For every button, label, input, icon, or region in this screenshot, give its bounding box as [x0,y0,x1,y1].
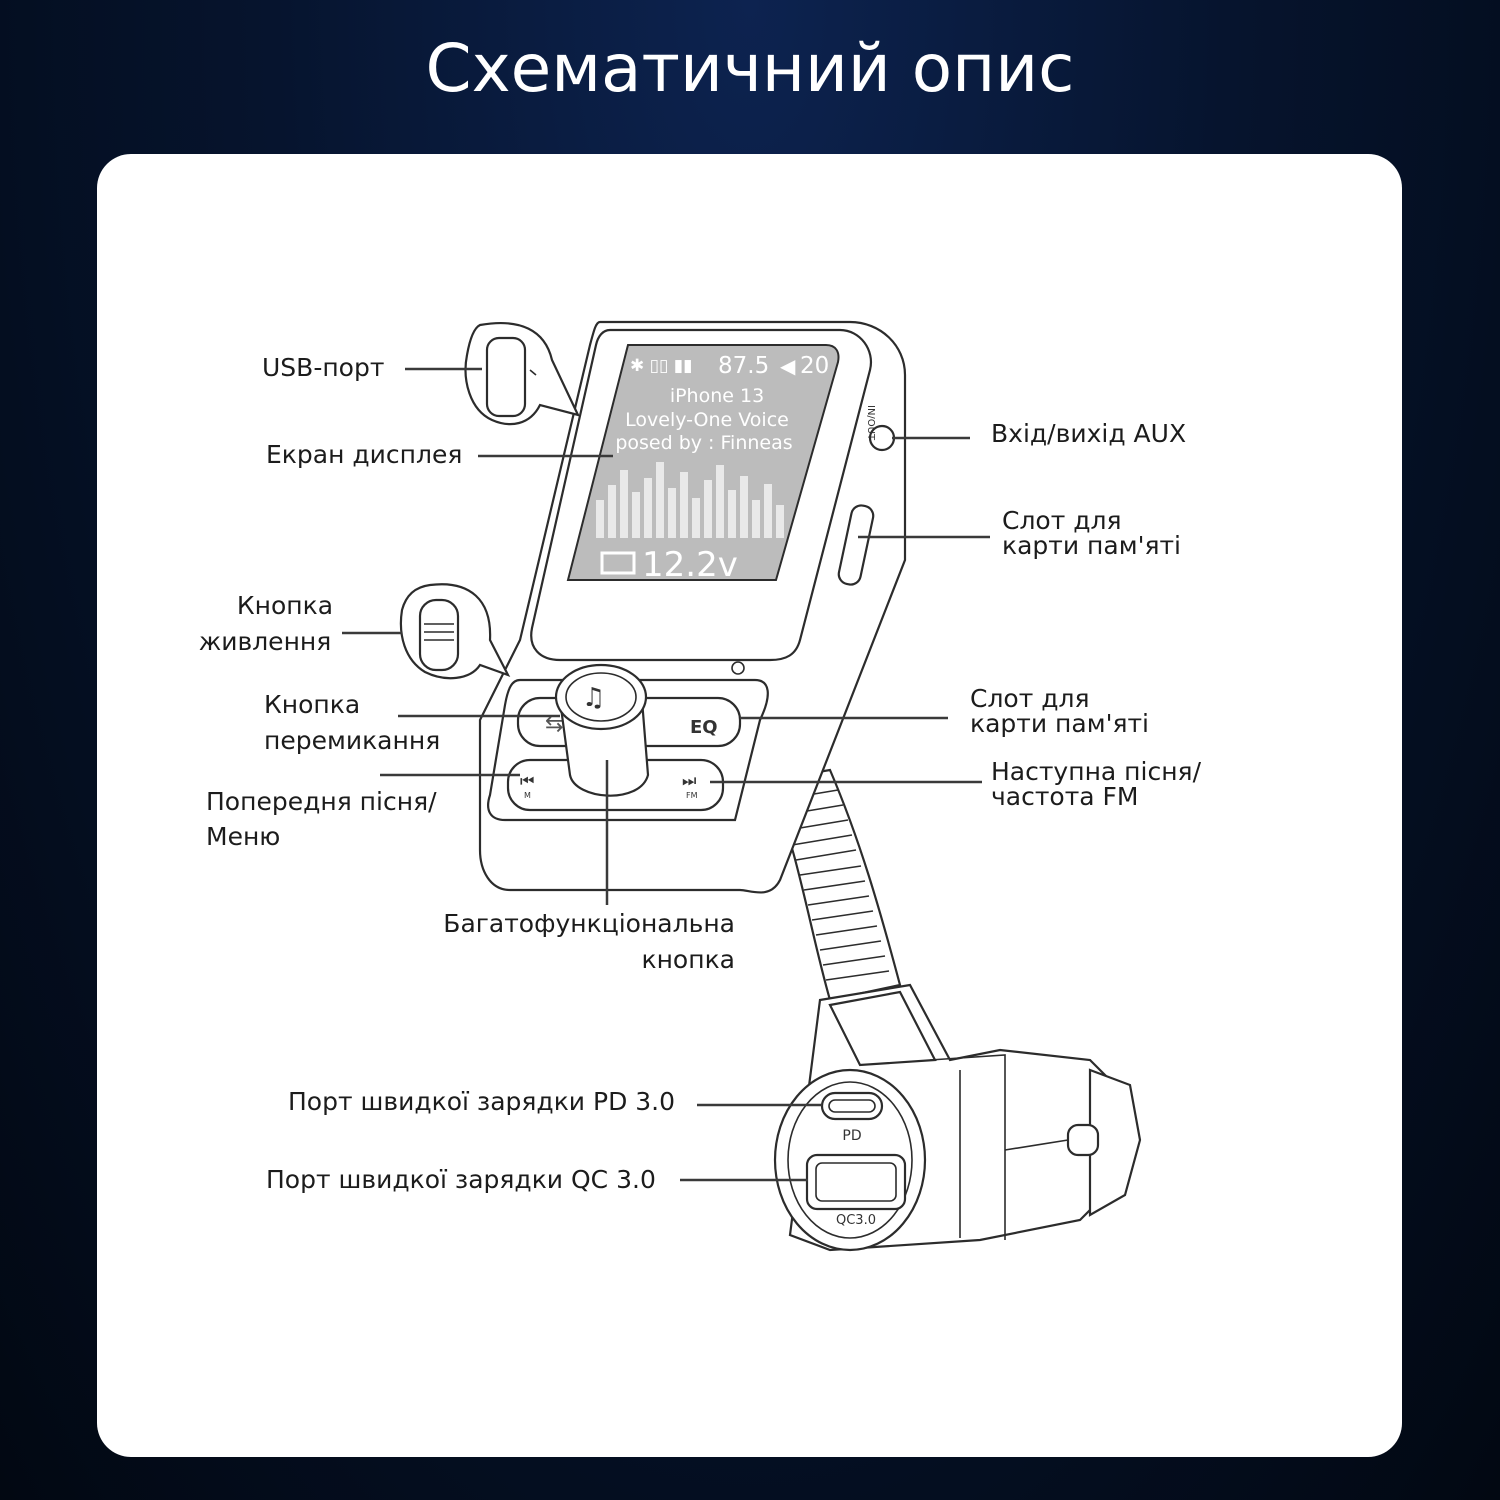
fm-label: FM [686,791,698,800]
screen-line3: posed by : Finneas [615,432,792,454]
screen-line1: iPhone 13 [670,385,764,407]
svg-text:◀: ◀ [780,354,796,378]
memory-slot-top-label-2: карти пам'яті [1002,531,1181,560]
prev-song-label-2: Меню [206,822,281,851]
screen-line2: Lovely-One Voice [625,409,789,431]
prev-song-label-1: Попередня пісня/ [206,787,437,816]
svg-text:✱ ▯▯ ▮▮: ✱ ▯▯ ▮▮ [630,356,692,376]
screen-freq: 87.5 [718,353,769,379]
equalizer-bars [596,462,784,538]
svg-text:⏭: ⏭ [682,771,696,790]
pd-port-label: Порт швидкої зарядки PD 3.0 [288,1087,676,1116]
power-button-label-1: Кнопка [236,591,334,620]
side-label: IN/OUT [865,405,876,441]
page-title: Схематичний опис [425,30,1075,107]
m-label: M [524,791,531,800]
power-button-callout [399,583,511,680]
memory-slot-eq-label-2: карти пам'яті [970,709,1149,738]
usb-port-label: USB-порт [262,353,385,382]
memory-slot-top-label-1: Слот для [1002,506,1122,535]
svg-text:⇆: ⇆ [545,712,563,737]
pd-label: PD [842,1128,861,1144]
switch-button-label-2: перемикання [264,726,441,755]
device-body: ✱ ▯▯ ▮▮ 87.5 ◀ 20 iPhone 13 Lovely-One V… [478,320,907,894]
multi-button-label-1: Багатофункціональна [443,909,735,938]
svg-text:⏮: ⏮ [520,771,534,790]
qc-port-label: Порт швидкої зарядки QC 3.0 [266,1165,656,1194]
usb-port-callout [464,321,581,426]
aux-label: Вхід/вихід AUX [991,419,1187,448]
memory-slot-eq-label-1: Слот для [970,684,1090,713]
power-button-label-2: живлення [198,627,332,656]
multi-button-label-2: кнопка [641,945,735,974]
screen-voltage: 12.2v [642,545,738,585]
screen-volume: 20 [800,353,829,379]
eq-label: EQ [690,717,718,738]
display-screen-label: Екран дисплея [266,440,463,469]
qc-label: QC3.0 [836,1213,876,1228]
car-plug: PD QC3.0 [773,983,1142,1252]
next-song-label-2: частота FM [991,782,1139,811]
svg-text:♫: ♫ [582,683,605,713]
switch-button-label-1: Кнопка [264,690,361,719]
leader-lines [342,367,990,1182]
next-song-label-1: Наступна пісня/ [991,757,1202,786]
